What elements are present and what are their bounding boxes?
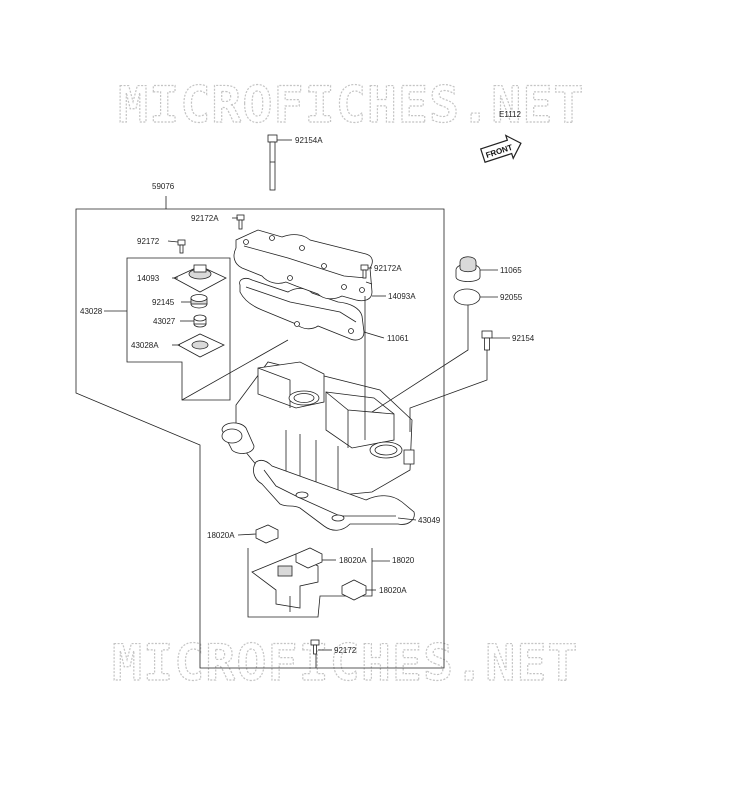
label-92145: 92145 — [152, 298, 175, 307]
watermark-bottom: MICROFICHES.NET — [112, 634, 579, 692]
label-18020A-left: 18020A — [207, 531, 235, 540]
label-14093A: 14093A — [388, 292, 416, 301]
label-43028: 43028 — [80, 307, 103, 316]
label-92154A: 92154A — [295, 136, 323, 145]
assembly-frame-18020 — [247, 548, 390, 618]
o-ring-92055 — [453, 288, 481, 306]
label-92172-left: 92172 — [137, 237, 160, 246]
gasket-43049 — [253, 459, 415, 531]
label-59076: 59076 — [152, 182, 175, 191]
label-92154: 92154 — [512, 334, 535, 343]
bolt-92172-left — [177, 239, 186, 254]
bolt-92154 — [481, 330, 493, 351]
label-43049: 43049 — [418, 516, 441, 525]
pad-18020A-left — [255, 524, 279, 544]
label-43027: 43027 — [153, 317, 176, 326]
label-92172A-top: 92172A — [191, 214, 219, 223]
callout-labels: 92154A 59076 92172A 92172 14093 92145 43… — [80, 136, 535, 655]
pad-18020A-mid — [295, 547, 323, 569]
label-92172A-right: 92172A — [374, 264, 402, 273]
spring-43027 — [193, 314, 207, 328]
front-badge-code: E1112 — [499, 110, 521, 119]
valve-43028A — [177, 333, 225, 358]
front-arrow-icon: E1112 FRONT — [479, 110, 522, 163]
label-18020A-mid: 18020A — [339, 556, 367, 565]
label-11061: 11061 — [387, 334, 409, 343]
bolt-92154A — [267, 134, 278, 191]
bolt-92172A-top — [236, 214, 245, 230]
label-18020A-low: 18020A — [379, 586, 407, 595]
label-18020: 18020 — [392, 556, 415, 565]
diaphragm-14093 — [173, 264, 227, 293]
pad-18020A-low — [341, 579, 367, 601]
leader-lines — [167, 139, 510, 668]
assembly-frame-59076 — [75, 196, 445, 669]
label-43028A: 43028A — [131, 341, 159, 350]
label-92055: 92055 — [500, 293, 523, 302]
assembly-frame-43028 — [104, 257, 289, 401]
oil-cap-11065 — [455, 256, 481, 282]
cylinder-head-cover — [221, 361, 415, 497]
plate-14093A — [233, 229, 373, 302]
label-11065: 11065 — [500, 266, 522, 275]
bolt-92172-bottom — [310, 639, 320, 655]
bolt-92172A-right — [360, 264, 369, 279]
watermark-top: MICROFICHES.NET — [118, 76, 585, 134]
label-92172-bottom: 92172 — [334, 646, 357, 655]
label-14093: 14093 — [137, 274, 160, 283]
seal-92145 — [190, 294, 208, 309]
